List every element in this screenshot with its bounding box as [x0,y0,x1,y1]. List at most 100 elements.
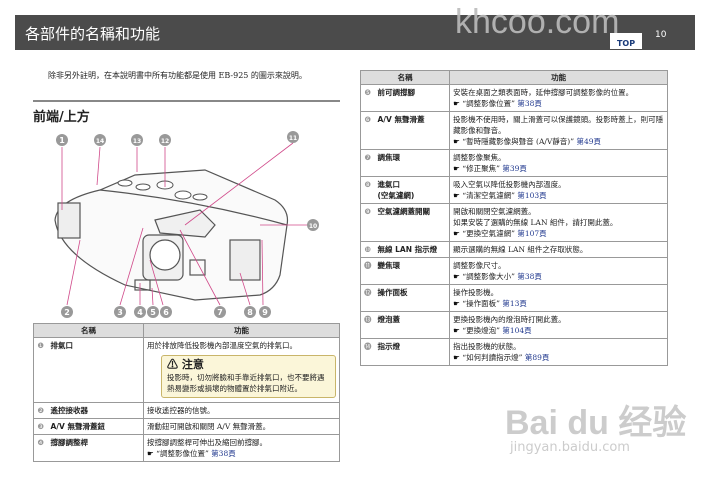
svg-text:4: 4 [137,308,143,317]
pointing-hand-icon: ☛ [453,229,460,238]
function-text: 安裝在桌面之類表面時，延伸撐腳可調整影像的位置。 [453,88,634,97]
function-text: 操作投影機。 [453,288,499,297]
callout-11: 11 [287,131,299,143]
callout-10: 10 [307,219,319,231]
part-name: 遙控接收器 [47,402,144,419]
item-number: ⓬ [360,284,375,312]
part-name: 前可調撐腳 [374,84,451,112]
page-link[interactable]: 第49頁 [576,137,601,146]
reference-title: “操作面板” [462,299,500,308]
reference-title: “調整影像位置” [462,99,515,108]
callout-5: 5 [147,306,159,318]
page-link[interactable]: 第89頁 [524,353,550,362]
reference-title: “更換空氣濾網” [462,229,515,238]
page-link[interactable]: 第38頁 [211,449,236,458]
reference-title: “調整影像位置” [156,449,209,458]
pointing-hand-icon: ☛ [453,99,460,108]
page-link[interactable]: 第104頁 [502,326,532,335]
reference-title: “調整影像大小” [462,272,515,281]
top-button[interactable]: TOP [610,33,642,49]
callout-13: 13 [131,134,143,146]
callout-3: 3 [114,306,126,318]
svg-text:2: 2 [64,308,70,317]
item-number: ❶ [33,337,48,403]
callout-7: 7 [214,306,226,318]
pointing-hand-icon: ☛ [453,299,460,308]
pointing-hand-icon: ☛ [453,326,460,335]
item-number: ❾ [360,203,375,242]
item-number: ⓫ [360,257,375,285]
page-link[interactable]: 第39頁 [502,164,527,173]
reference-title: “如何判讀指示燈” [462,353,523,362]
part-name: 進氣口 (空氣濾網) [374,176,451,204]
svg-text:3: 3 [117,308,123,317]
section-title: 前端/上方 [33,110,90,125]
callout-4: 4 [134,306,146,318]
item-number: ❼ [360,149,375,177]
reference-title: “清潔空氣濾網” [462,191,515,200]
part-name: 撐腳調整桿 [47,434,144,462]
function-text: 用於排放降低投影機內部溫度空氣的排氣口。 [147,341,297,350]
function-text: 顯示選購的無線 LAN 組件之存取狀態。 [453,245,588,254]
pointing-hand-icon: ☛ [453,191,460,200]
function-text: 指出投影機的狀態。 [453,342,521,351]
part-name: 調焦環 [374,149,451,177]
page-title: 各部件的名稱和功能 [25,25,161,43]
function-text: 開啟和關閉空氣濾網蓋。 如果安裝了選購的無線 LAN 組件，請打開此蓋。 [453,207,618,227]
callout-14: 14 [94,134,106,146]
page-link[interactable]: 第107頁 [517,229,547,238]
page-header: 各部件的名稱和功能 khcoo.com TOP 10 [15,3,695,50]
part-name: 空氣濾網蓋開關 [374,203,451,242]
function-text: 調整影像聚焦。 [453,153,506,162]
warning-icon: ⚠ [167,358,178,371]
function-text: 調整影像尺寸。 [453,261,506,270]
svg-text:12: 12 [161,138,169,145]
svg-text:10: 10 [309,223,317,230]
part-name: A/V 無聲滑蓋鈕 [47,418,144,435]
part-name: 燈泡蓋 [374,311,451,339]
function-text: 滑動鈕可開啟和關閉 A/V 無聲滑蓋。 [147,422,271,431]
svg-text:7: 7 [217,308,223,317]
page-link[interactable]: 第103頁 [517,191,547,200]
svg-text:9: 9 [262,308,268,317]
function-text: 按撐腳調整桿可伸出及縮回前撐腳。 [147,438,267,447]
part-name: 變焦環 [374,257,451,285]
pointing-hand-icon: ☛ [453,137,460,146]
item-number: ⓭ [360,311,375,339]
item-number: ❽ [360,176,375,204]
callout-1: 1 [56,134,68,146]
svg-text:5: 5 [150,308,156,317]
pointing-hand-icon: ☛ [453,164,460,173]
svg-text:13: 13 [133,138,141,145]
page-link[interactable]: 第38頁 [517,99,542,108]
part-name: 排氣口 [47,337,144,403]
svg-text:8: 8 [247,308,253,317]
callout-9: 9 [259,306,271,318]
item-number: ❿ [360,241,375,258]
part-name: A/V 無聲滑蓋 [374,111,451,150]
projector-diagram: 1 14 13 12 11 10 2 3 4 5 6 7 8 9 [54,131,319,318]
page-link[interactable]: 第38頁 [517,272,542,281]
part-name: 操作面板 [374,284,451,312]
item-number: ❹ [33,434,48,462]
item-number: ⓮ [360,338,375,366]
page-link[interactable]: 第13頁 [502,299,527,308]
intro-text: 除非另外註明，在本說明書中所有功能都是使用 EB-925 的圖示來說明。 [48,71,307,80]
caution-box: ⚠ 注意投影時，切勿將臉和手靠近排氣口，也不要將遇熱易變形或損壞的物體置於排氣口… [161,355,336,398]
pointing-hand-icon: ☛ [453,353,460,362]
item-number: ❺ [360,84,375,112]
divider [33,100,340,102]
callout-6: 6 [160,306,172,318]
